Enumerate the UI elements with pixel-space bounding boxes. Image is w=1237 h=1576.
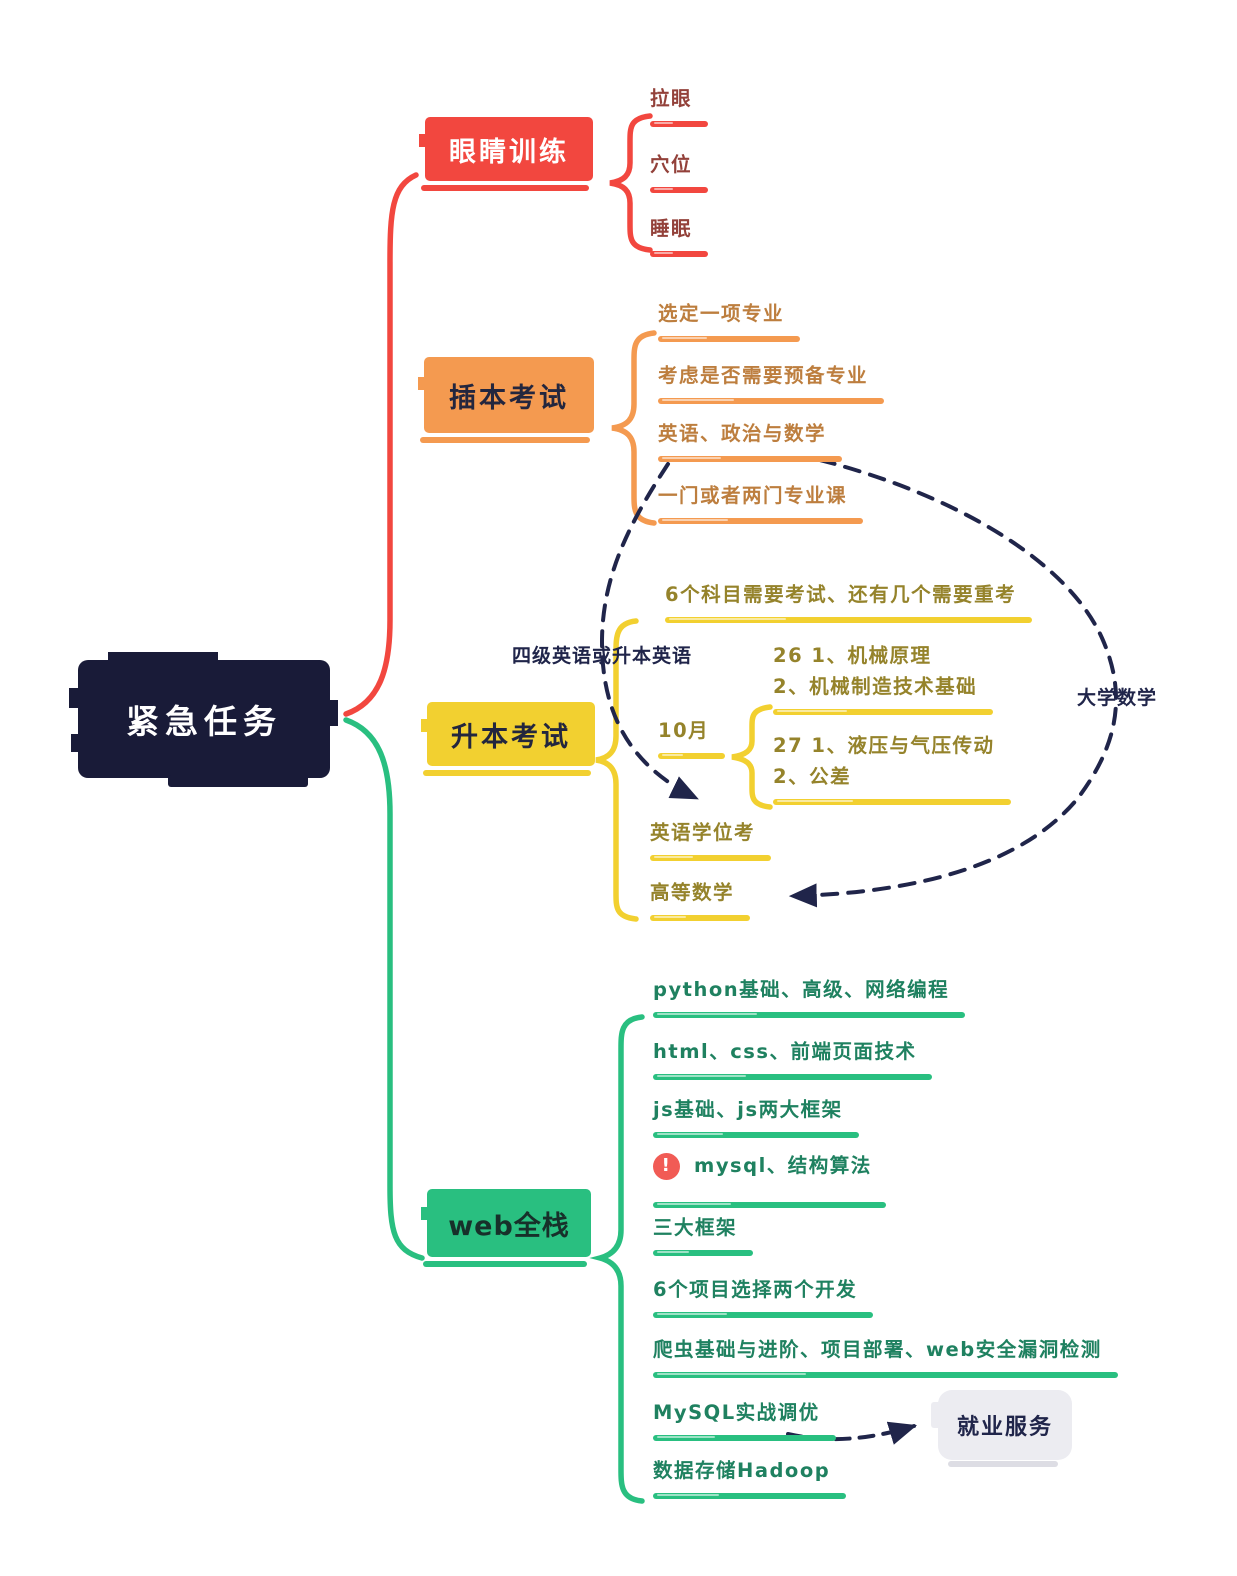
item-underline-stroke [658, 398, 885, 404]
mindmap-item[interactable]: ! mysql、结构算法 [653, 1151, 886, 1208]
item-underline-stroke [653, 1132, 859, 1138]
item-label: 英语学位考 [650, 821, 756, 844]
item-label: 2、机械制造技术基础 [773, 675, 978, 698]
item-label: 数据存储Hadoop [653, 1459, 831, 1482]
branch-node-upgrade-exam[interactable]: 升本考试 [421, 702, 595, 776]
item-underline-stroke [773, 799, 1011, 805]
mindmap-item[interactable]: 6个项目选择两个开发 [653, 1275, 874, 1318]
chaben-brace [611, 330, 657, 526]
item-label: 穴位 [650, 153, 693, 176]
item-label: mysql、结构算法 [694, 1154, 872, 1177]
mindmap-item[interactable]: 三大框架 [653, 1213, 754, 1256]
branch-node-eye-training[interactable]: 眼睛训练 [419, 117, 593, 191]
item-underline-stroke [653, 1202, 886, 1208]
mindmap-item[interactable]: js基础、js两大框架 [653, 1095, 859, 1138]
web-brace [589, 1014, 645, 1504]
mindmap-item[interactable]: 27 1、液压与气压传动 2、公差 [773, 730, 1011, 805]
item-underline-stroke [773, 709, 994, 715]
mindmap-item[interactable]: 10月 [658, 716, 726, 759]
item-underline-stroke [650, 121, 709, 127]
item-underline-stroke [665, 617, 1033, 623]
item-label: 27 1、液压与气压传动 [773, 734, 995, 757]
item-underline-stroke [650, 187, 709, 193]
item-label: python基础、高级、网络编程 [653, 978, 950, 1001]
item-underline-stroke [658, 518, 864, 524]
item-label: html、css、前端页面技术 [653, 1040, 917, 1063]
item-underline-stroke [653, 1012, 966, 1018]
mindmap-item[interactable]: html、css、前端页面技术 [653, 1037, 933, 1080]
mindmap-item[interactable]: python基础、高级、网络编程 [653, 975, 966, 1018]
root-node-edge-decoration [108, 652, 218, 662]
item-label: 选定一项专业 [658, 302, 785, 325]
mindmap-item[interactable]: 穴位 [650, 150, 709, 193]
item-label: MySQL实战调优 [653, 1401, 820, 1424]
mindmap-item[interactable]: 一门或者两门专业课 [658, 481, 864, 524]
relation-label-university-math[interactable]: 大学数学 [1077, 687, 1158, 709]
mindmap-item[interactable]: MySQL实战调优 [653, 1398, 836, 1441]
item-underline-stroke [653, 1074, 933, 1080]
exclamation-alert-icon: ! [653, 1152, 680, 1180]
callout-label: 就业服务 [956, 1415, 1053, 1440]
item-label: 10月 [658, 719, 710, 742]
item-label: 6个项目选择两个开发 [653, 1278, 858, 1301]
item-underline-stroke [653, 1493, 847, 1499]
mindmap-item[interactable]: 数据存储Hadoop [653, 1456, 847, 1499]
item-underline-stroke [650, 251, 709, 257]
branch-node-transfer-exam[interactable]: 插本考试 [418, 357, 594, 443]
branch-label: web全栈 [448, 1210, 570, 1242]
item-underline-stroke [653, 1435, 836, 1441]
item-underline-stroke [658, 336, 801, 342]
root-to-web-connector [343, 717, 425, 1261]
item-label: 睡眠 [650, 217, 693, 240]
branch-label: 插本考试 [449, 382, 569, 414]
root-to-eyes-connector [343, 172, 419, 717]
item-underline-stroke [658, 456, 843, 462]
item-label: 拉眼 [650, 87, 693, 110]
mindmap-item[interactable]: 考虑是否需要预备专业 [658, 361, 885, 404]
root-node-label: 紧急任务 [126, 702, 282, 741]
item-underline-stroke [650, 855, 772, 861]
mindmap-item[interactable]: 选定一项专业 [658, 299, 801, 342]
root-node-edge-decoration [71, 734, 81, 752]
branch-label: 升本考试 [451, 721, 571, 753]
october-brace [731, 704, 773, 810]
root-node-urgent-tasks[interactable]: 紧急任务 [69, 652, 338, 787]
item-label: 爬虫基础与进阶、项目部署、web安全漏洞检测 [653, 1338, 1102, 1361]
item-underline-stroke [653, 1372, 1118, 1378]
mindmap-item[interactable]: 拉眼 [650, 84, 709, 127]
item-underline-stroke [653, 1250, 754, 1256]
mindmap-item[interactable]: 英语、政治与数学 [658, 419, 843, 462]
eyes-brace [609, 113, 653, 253]
item-underline-stroke [658, 753, 726, 759]
mindmap-item[interactable]: 6个科目需要考试、还有几个需要重考 [665, 580, 1033, 623]
item-label: 三大框架 [653, 1216, 738, 1239]
callout-node-job-service[interactable]: 就业服务 [931, 1390, 1072, 1467]
branch-node-web-fullstack[interactable]: web全栈 [421, 1189, 591, 1267]
item-label: 一门或者两门专业课 [658, 484, 848, 507]
relation-label-cet-english[interactable]: 四级英语或升本英语 [512, 645, 693, 667]
branch-label: 眼睛训练 [449, 136, 569, 168]
item-label: 26 1、机械原理 [773, 644, 932, 667]
item-label: 英语、政治与数学 [658, 422, 827, 445]
root-node-edge-decoration [328, 700, 338, 726]
item-label: 2、公差 [773, 765, 852, 788]
mindmap-item[interactable]: 爬虫基础与进阶、项目部署、web安全漏洞检测 [653, 1335, 1118, 1378]
item-label: 高等数学 [650, 881, 735, 904]
item-label: 6个科目需要考试、还有几个需要重考 [665, 583, 1017, 606]
mindmap-item[interactable]: 英语学位考 [650, 818, 772, 861]
item-label: js基础、js两大框架 [653, 1098, 843, 1121]
mindmap-item[interactable]: 高等数学 [650, 878, 751, 921]
item-underline-stroke [650, 915, 751, 921]
mindmap-item[interactable]: 26 1、机械原理 2、机械制造技术基础 [773, 640, 994, 715]
mindmap-item[interactable]: 睡眠 [650, 214, 709, 257]
item-underline-stroke [653, 1312, 874, 1318]
item-label: 考虑是否需要预备专业 [658, 364, 869, 387]
